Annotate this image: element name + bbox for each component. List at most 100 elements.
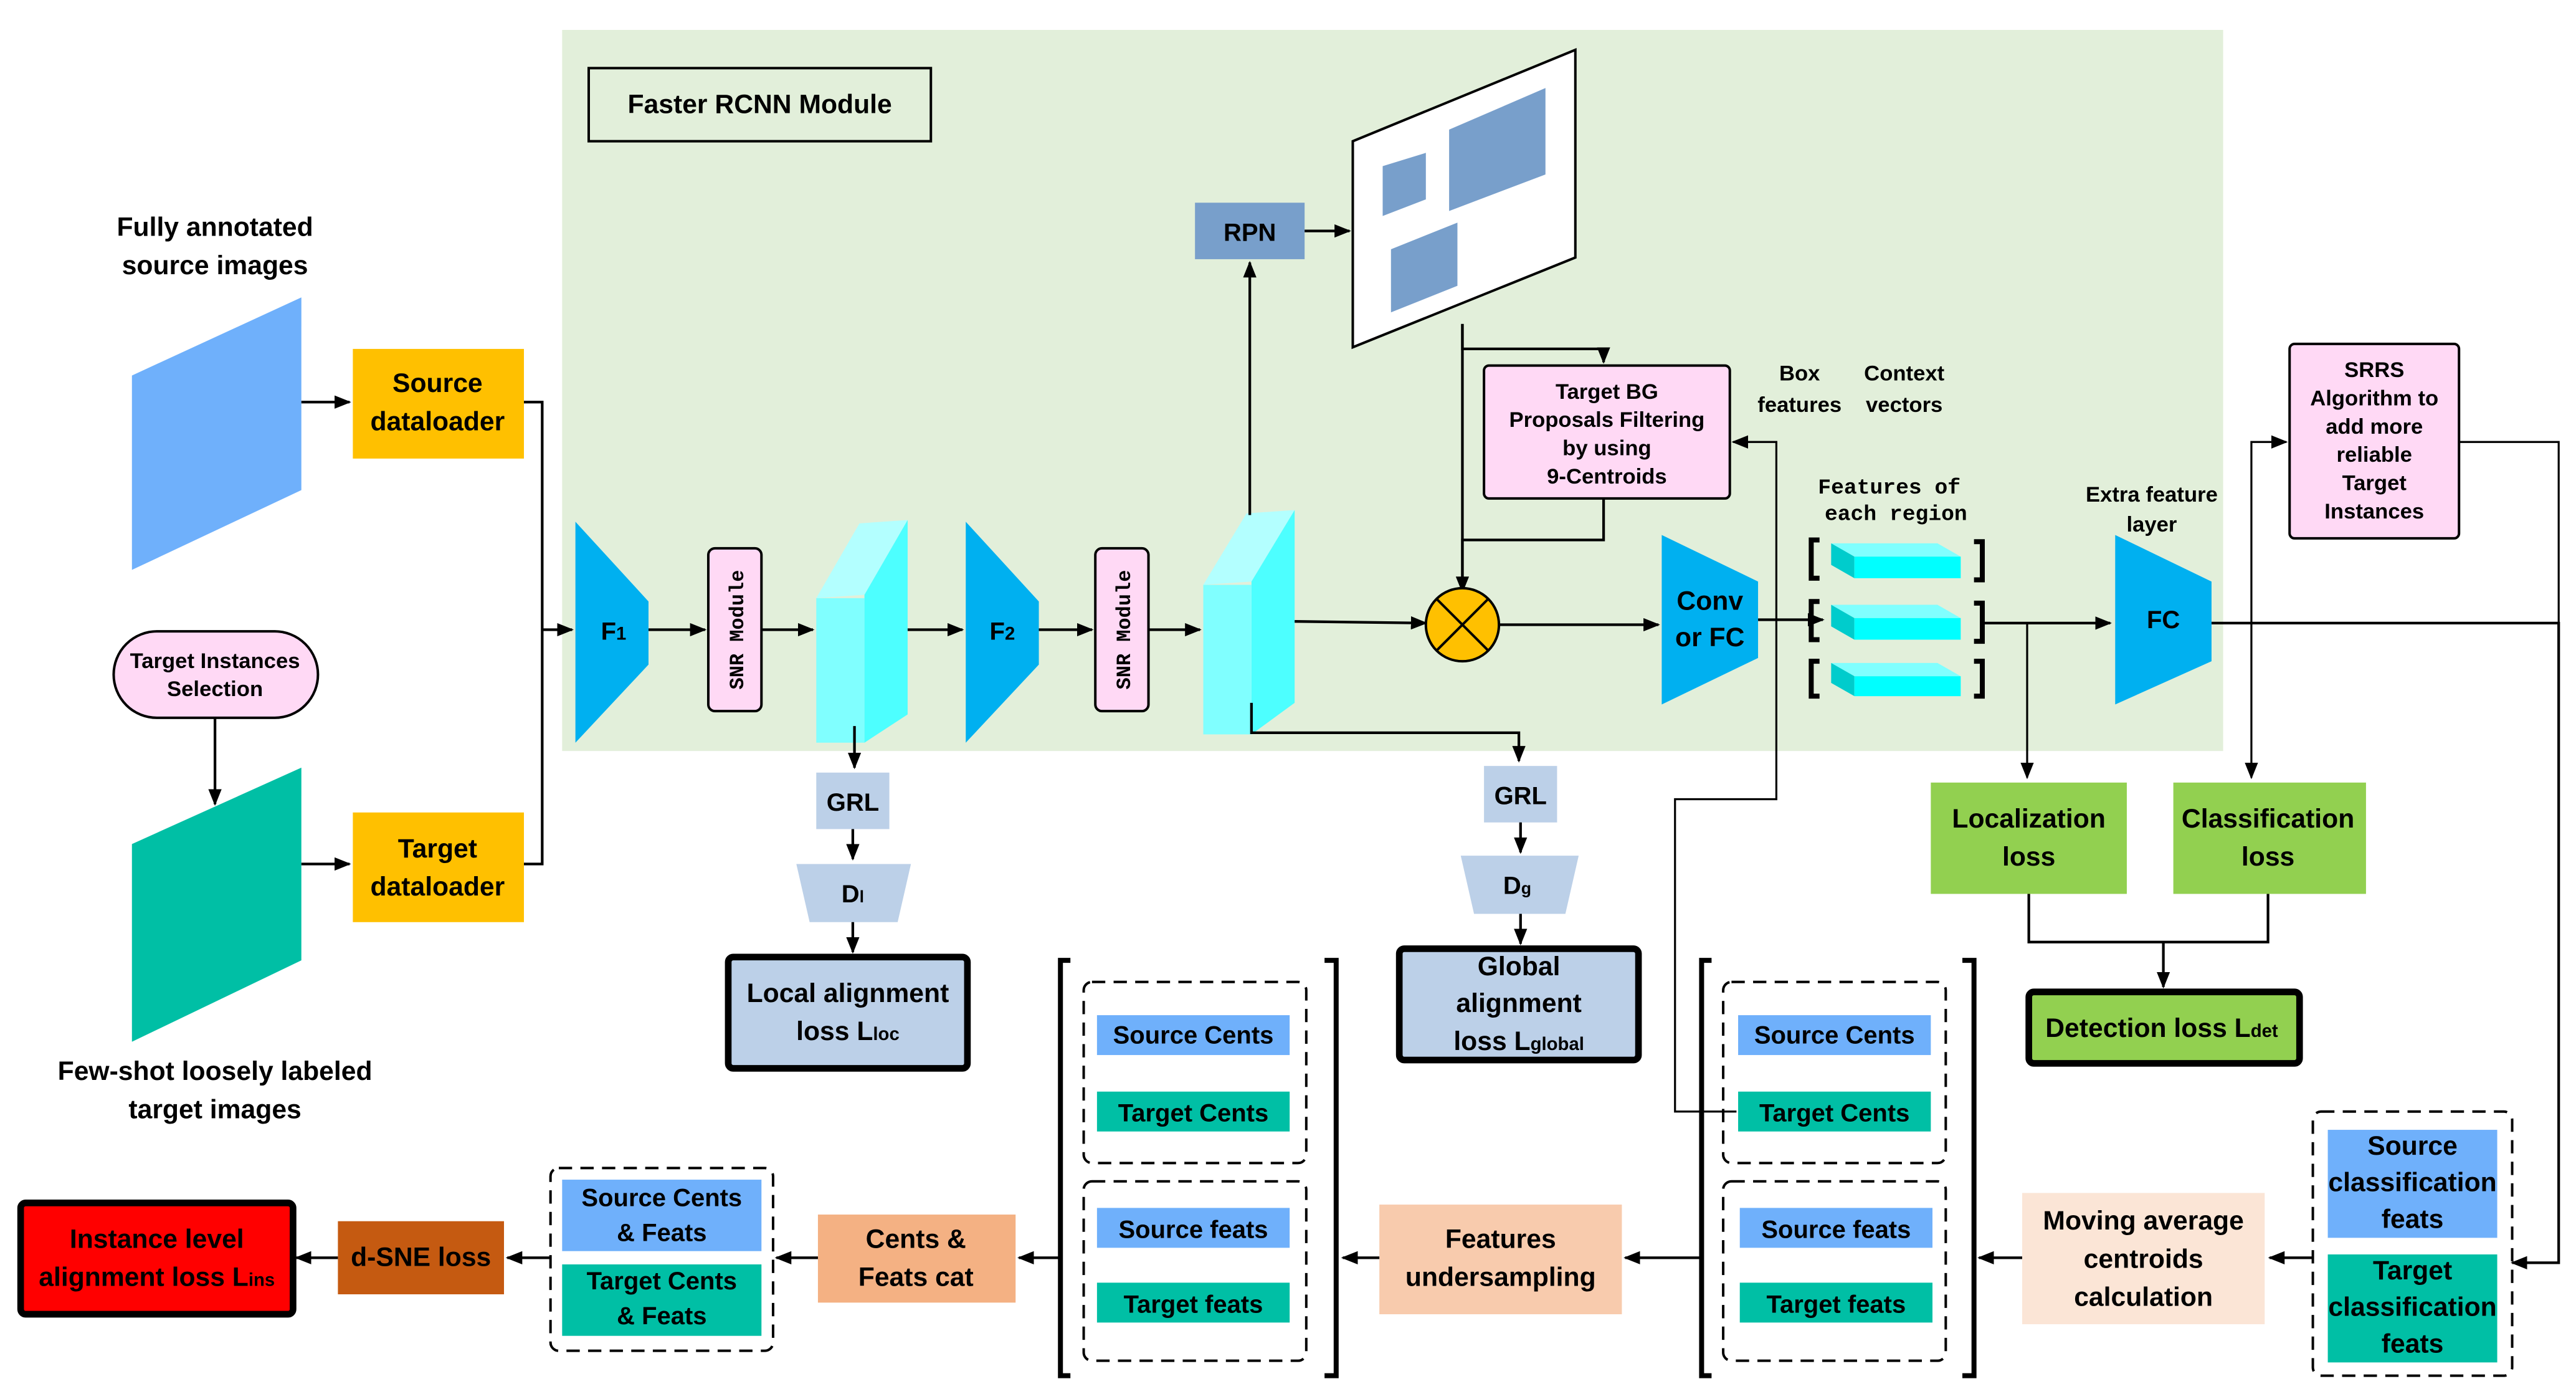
svg-text:alignment: alignment [1456,988,1581,1018]
svg-text:Dg: Dg [1503,872,1531,899]
discriminator-global: Dg [1460,856,1579,914]
svg-text:loss Lloc: loss Lloc [796,1016,900,1046]
dsne-loss: d-SNE loss [338,1221,505,1295]
svg-text:Moving average: Moving average [2043,1206,2243,1236]
instance-level-alignment-loss: Instance level alignment loss Lins [17,1200,297,1318]
feature-map-1 [816,520,908,743]
conv-or-fc: Conv or FC [1661,535,1759,705]
svg-text:Source feats: Source feats [1119,1216,1268,1243]
svg-text:& Feats: & Feats [617,1302,706,1330]
svg-text:Cents &: Cents & [866,1224,966,1254]
svg-text:Target BG: Target BG [1556,380,1658,404]
region-feature-2 [1808,599,1985,644]
svg-text:classification: classification [2328,1292,2496,1322]
svg-text:Target feats: Target feats [1767,1291,1906,1318]
svg-text:SRRS: SRRS [2344,358,2404,382]
svg-text:d-SNE loss: d-SNE loss [351,1243,491,1272]
localization-loss: Localization loss [1931,782,2127,894]
svg-text:Instance level: Instance level [70,1224,244,1254]
module-title: Faster RCNN Module [628,89,892,119]
target-images-label-2: target images [128,1094,301,1124]
svg-text:& Feats: & Feats [617,1220,706,1247]
svg-text:dataloader: dataloader [371,872,505,902]
features-region-label-2: each region [1825,503,1967,527]
snr-module-1: SNR Module [706,547,763,713]
detection-loss: Detection loss Ldet [2025,988,2303,1067]
svg-text:Source Cents: Source Cents [1113,1021,1274,1049]
cents-feats-cat: Cents & Feats cat [817,1215,1016,1303]
centroids-feats-group-left: Source Cents Target Cents Source feats T… [1058,958,1339,1378]
svg-text:Proposals Filtering: Proposals Filtering [1509,408,1704,432]
svg-text:loss: loss [2002,842,2055,872]
svg-text:Target Instances: Target Instances [130,649,300,673]
target-image-stack [131,767,302,1042]
features-region-label-1: Features of [1818,476,1961,500]
svg-text:Target Cents: Target Cents [1759,1100,1909,1127]
extra-feature-label-2: layer [2126,513,2177,537]
region-features [1808,537,1985,699]
svg-text:Selection: Selection [167,677,263,701]
svg-text:loss Lglobal: loss Lglobal [1453,1026,1584,1056]
svg-text:Target feats: Target feats [1124,1291,1263,1318]
snr-module-2: SNR Module [1094,547,1150,713]
classification-loss: Classification loss [2173,782,2366,894]
feature-map-2 [1203,510,1295,735]
svg-text:Target: Target [398,834,477,864]
target-dataloader: Target dataloader [353,812,525,922]
svg-text:dataloader: dataloader [371,407,505,437]
classification-feats-group: Source classification feats Target class… [2311,1110,2514,1377]
svg-text:reliable: reliable [2337,443,2412,467]
svg-text:Localization: Localization [1952,804,2105,834]
svg-text:FC: FC [2147,606,2180,634]
features-undersampling: Features undersampling [1379,1205,1622,1315]
box-features-label-2: features [1757,393,1842,417]
svg-text:Algorithm to: Algorithm to [2310,387,2438,411]
svg-text:feats: feats [2382,1329,2444,1358]
backbone-f2: F2 [966,522,1039,743]
svg-text:9-Centroids: 9-Centroids [1547,465,1667,489]
svg-text:Dl: Dl [842,881,864,908]
fc-layer: FC [2115,535,2212,705]
bg-proposals-filter: Target BG Proposals Filtering by using 9… [1483,364,1731,500]
source-images-label-2: source images [122,251,308,280]
proposals-image [1351,48,1577,350]
source-images-label-1: Fully annotated [116,212,313,242]
extra-feature-label-1: Extra feature [2086,483,2218,507]
svg-text:GRL: GRL [827,789,879,816]
svg-text:classification: classification [2328,1168,2496,1198]
svg-text:or FC: or FC [1675,623,1744,652]
svg-text:Features: Features [1445,1224,1556,1254]
svg-text:Source: Source [2367,1131,2458,1161]
region-feature-3 [1808,659,1985,699]
svg-text:add more: add more [2326,415,2423,439]
centroids-feats-group-right: Source Cents Target Cents Source feats T… [1699,958,1977,1378]
svg-text:loss: loss [2241,842,2294,872]
svg-text:GRL: GRL [1495,782,1547,809]
svg-text:Target Cents: Target Cents [1118,1100,1268,1127]
target-instances-selection: Target Instances Selection [112,630,320,719]
svg-text:Conv: Conv [1676,586,1743,616]
svg-text:RPN: RPN [1224,219,1276,247]
svg-text:Feats cat: Feats cat [858,1263,974,1292]
svg-text:SNR Module: SNR Module [726,570,749,690]
svg-text:Source: Source [392,368,483,398]
svg-text:centroids: centroids [2084,1244,2203,1274]
moving-average-centroids: Moving average centroids calculation [2022,1193,2265,1325]
multiply-operator [1424,586,1501,663]
svg-text:Source Cents: Source Cents [1754,1021,1915,1049]
svg-text:Source feats: Source feats [1761,1216,1911,1243]
context-vectors-label-1: Context [1864,362,1944,386]
source-dataloader: Source dataloader [353,348,525,459]
source-image-stack [131,297,302,570]
module-title-box: Faster RCNN Module [587,67,933,143]
svg-text:Local alignment: Local alignment [747,978,949,1008]
svg-text:SNR Module: SNR Module [1113,570,1136,690]
discriminator-local: Dl [796,864,911,922]
local-alignment-loss: Local alignment loss Lloc [725,953,971,1072]
rpn-box: RPN [1195,203,1305,259]
svg-text:Classification: Classification [2182,804,2354,834]
svg-text:Target: Target [2342,472,2407,495]
box-features-label-1: Box [1779,362,1820,386]
svg-text:calculation: calculation [2074,1282,2213,1312]
